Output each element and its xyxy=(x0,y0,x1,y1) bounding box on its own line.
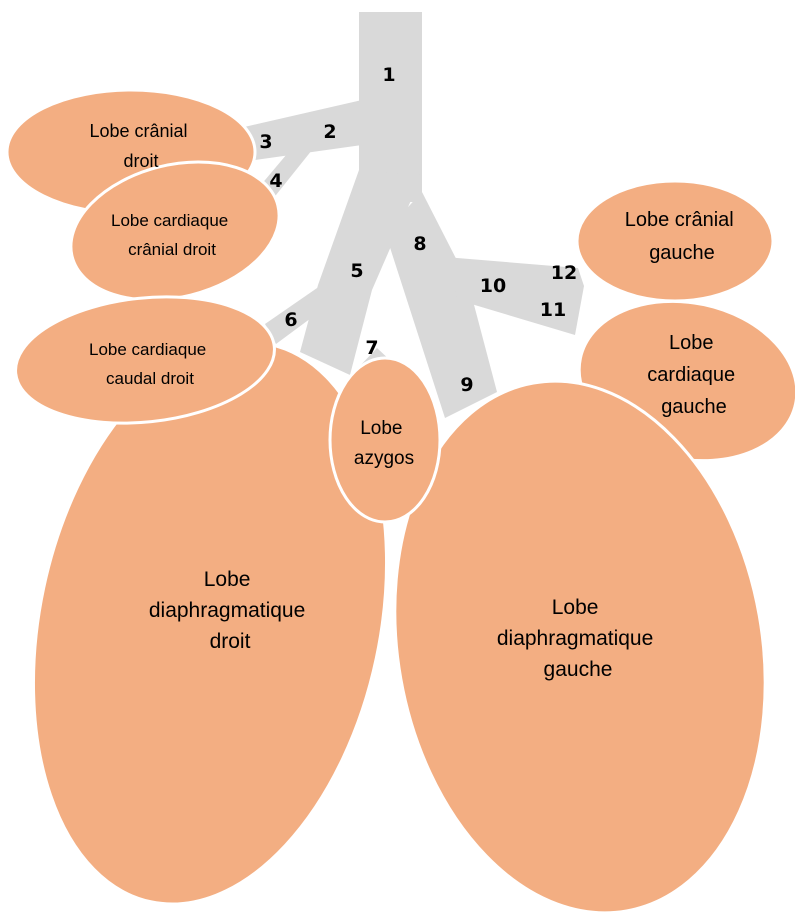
airway-number-5: 5 xyxy=(350,260,363,282)
lobe-cranial-left xyxy=(577,181,773,301)
airway-number-2: 2 xyxy=(323,121,336,143)
airway-number-3: 3 xyxy=(259,131,272,153)
lobe-azygos xyxy=(330,358,440,522)
airway-number-11: 11 xyxy=(540,299,566,321)
airway-number-6: 6 xyxy=(284,309,297,331)
airway-number-8: 8 xyxy=(413,233,426,255)
airway-number-10: 10 xyxy=(480,275,506,297)
airway-number-9: 9 xyxy=(460,374,473,396)
airway-number-12: 12 xyxy=(551,262,577,284)
airway-number-7: 7 xyxy=(365,337,378,359)
airway-number-1: 1 xyxy=(382,64,395,86)
airway-number-4: 4 xyxy=(269,170,282,192)
